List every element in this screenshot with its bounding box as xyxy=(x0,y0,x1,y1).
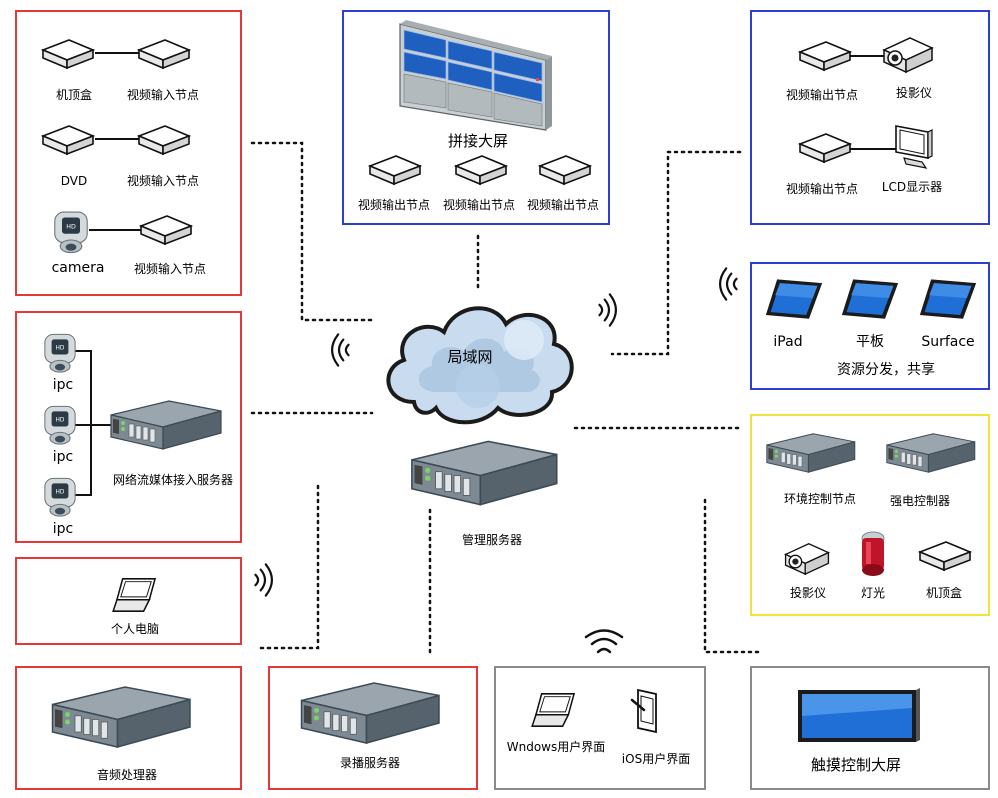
ui-wifi-icon xyxy=(584,629,624,654)
tablet-wifi-icon xyxy=(714,264,740,304)
management-server-label: 管理服务器 xyxy=(461,533,523,547)
link-output-to-lan xyxy=(610,150,742,356)
windows-laptop-icon[interactable] xyxy=(530,690,580,730)
set-top-box-label-2: 机顶盒 xyxy=(925,586,963,600)
ipc-label-1: ipc xyxy=(52,377,74,393)
output-node-label-1: 视频输出节点 xyxy=(357,198,431,212)
environment-node-icon[interactable] xyxy=(762,430,858,476)
light-label: 灯光 xyxy=(860,586,886,600)
laptop-icon[interactable] xyxy=(111,575,161,615)
ipc-links xyxy=(73,350,113,496)
lan-wifi-left-icon xyxy=(326,330,352,370)
set-top-box-label: 机顶盒 xyxy=(55,88,93,102)
surface-label: Surface xyxy=(921,334,975,350)
hd-camera-icon[interactable] xyxy=(53,208,89,254)
lcd-monitor-label: LCD显示器 xyxy=(881,180,943,194)
dvd-label: DVD xyxy=(60,174,88,188)
input-node-label-3: 视频输入节点 xyxy=(133,262,207,276)
video-wall-title: 拼接大屏 xyxy=(447,132,509,150)
recording-server-icon[interactable] xyxy=(294,678,444,748)
lan-wifi-right-icon xyxy=(596,290,622,330)
windows-ui-label: Wndows用户界面 xyxy=(506,740,606,754)
video-wall-icon[interactable] xyxy=(396,18,556,140)
link-mgmt-to-touch xyxy=(703,498,762,654)
audio-processor-label: 音频处理器 xyxy=(96,768,158,782)
ipc-label-2: ipc xyxy=(52,449,74,465)
management-server-icon[interactable] xyxy=(404,436,562,510)
lan-label: 局域网 xyxy=(447,348,493,366)
link-mgmt-to-record xyxy=(258,484,320,650)
touch-screen-label: 触摸控制大屏 xyxy=(810,756,902,774)
pc-box: 个人电脑 xyxy=(15,557,242,645)
ipad-icon[interactable] xyxy=(764,276,824,322)
output-node-label-2: 视频输出节点 xyxy=(442,198,516,212)
ipc-camera-icon-3[interactable] xyxy=(43,475,77,517)
input-node-label-1: 视频输入节点 xyxy=(126,88,200,102)
output-node-icon-5[interactable] xyxy=(796,130,854,166)
projector-label-2: 投影仪 xyxy=(789,586,827,600)
ipc-label-3: ipc xyxy=(52,521,74,537)
ipc-box: ipc ipc ipc 网络流媒体接入服务器 xyxy=(15,311,242,543)
output-node-icon-1[interactable] xyxy=(366,152,424,188)
environment-control-box: 环境控制节点 强电控制器 投影仪 灯光 机顶盒 xyxy=(750,414,990,616)
input-sources-box: 机顶盒 视频输入节点 DVD 视频输入节点 camera 视频输入节点 xyxy=(15,10,242,296)
projector-icon[interactable] xyxy=(880,32,936,76)
ipc-camera-icon-1[interactable] xyxy=(43,331,77,373)
output-node-label-5: 视频输出节点 xyxy=(785,182,859,196)
output-node-label-3: 视频输出节点 xyxy=(526,198,600,212)
ipad-label: iPad xyxy=(773,334,803,350)
output-devices-box: 视频输出节点 投影仪 视频输出节点 LCD显示器 xyxy=(750,10,990,225)
recording-box: 录播服务器 xyxy=(268,666,478,790)
tablet-caption: 资源分发，共享 xyxy=(837,362,935,378)
input-node-label-2: 视频输入节点 xyxy=(126,174,200,188)
output-node-label-4: 视频输出节点 xyxy=(785,88,859,102)
surface-icon[interactable] xyxy=(918,276,978,322)
output-node-icon-2[interactable] xyxy=(452,152,510,188)
pc-label: 个人电脑 xyxy=(110,622,160,636)
light-icon[interactable] xyxy=(860,530,886,578)
power-controller-icon[interactable] xyxy=(882,430,978,476)
dvd-player-icon[interactable] xyxy=(39,122,97,158)
streaming-server-label: 网络流媒体接入服务器 xyxy=(112,473,234,487)
tablet-icon[interactable] xyxy=(840,276,900,322)
audio-box: 音频处理器 xyxy=(15,666,242,790)
ipc-camera-icon-2[interactable] xyxy=(43,403,77,445)
environment-node-label: 环境控制节点 xyxy=(783,492,857,506)
power-controller-label: 强电控制器 xyxy=(889,494,951,508)
projector-icon-2[interactable] xyxy=(782,538,832,578)
touch-screen-box: 触摸控制大屏 xyxy=(750,666,990,790)
recording-server-label: 录播服务器 xyxy=(339,756,401,770)
user-interface-box: Wndows用户界面 iOS用户界面 xyxy=(494,666,706,790)
audio-processor-icon[interactable] xyxy=(45,682,195,752)
output-node-icon-3[interactable] xyxy=(536,152,594,188)
streaming-server-icon[interactable] xyxy=(105,397,225,453)
set-top-box-icon-2[interactable] xyxy=(916,538,974,574)
camera-label: camera xyxy=(51,260,105,276)
lan-cloud-icon[interactable] xyxy=(374,282,580,432)
projector-label: 投影仪 xyxy=(895,86,933,100)
input-node-icon-3[interactable] xyxy=(137,212,195,248)
output-node-icon-4[interactable] xyxy=(796,38,854,74)
tablet-label: 平板 xyxy=(856,334,884,350)
touch-screen-icon[interactable] xyxy=(796,686,922,750)
pc-wifi-icon xyxy=(252,560,278,600)
input-links xyxy=(89,52,145,231)
video-wall-box: 拼接大屏 视频输出节点 视频输出节点 视频输出节点 xyxy=(342,10,610,225)
tablet-box: iPad 平板 Surface 资源分发，共享 xyxy=(750,262,990,390)
ios-ui-label: iOS用户界面 xyxy=(621,752,691,766)
ios-phone-icon[interactable] xyxy=(630,686,666,736)
lcd-monitor-icon[interactable] xyxy=(892,122,936,172)
input-node-icon-2[interactable] xyxy=(135,122,193,158)
